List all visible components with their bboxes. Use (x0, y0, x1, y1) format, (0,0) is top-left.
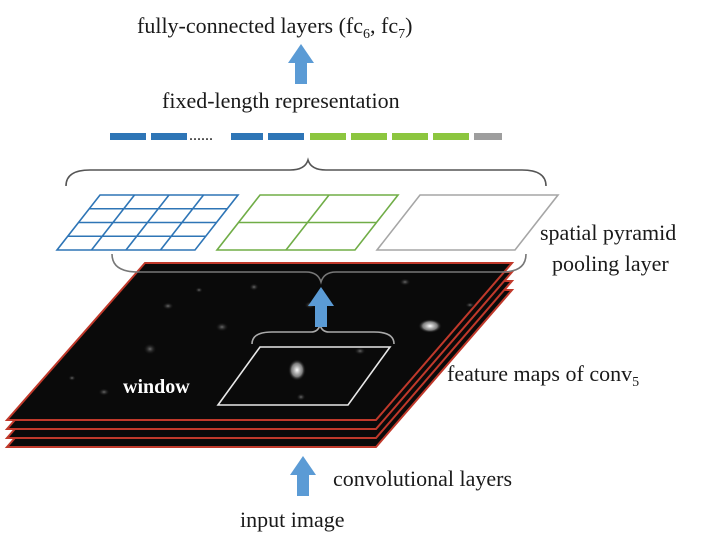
feature-map-top (4, 262, 515, 421)
feature-maps-label: feature maps of conv5 (447, 361, 639, 390)
blue-bin (268, 133, 304, 140)
input-image-label: input image (240, 507, 344, 532)
green-bin (351, 133, 387, 140)
green-bin (433, 133, 469, 140)
arrow-up-icon (288, 44, 314, 84)
blue-bin (110, 133, 146, 140)
arrow-up-icon (290, 456, 316, 496)
spp-label-line2: pooling layer (552, 251, 669, 276)
spp-label-line1: spatial pyramid (540, 220, 676, 245)
window-label: window (123, 376, 190, 398)
representation-vector: ...... (110, 127, 502, 144)
green-bin (392, 133, 428, 140)
green-bin (310, 133, 346, 140)
window-outline (216, 346, 392, 406)
feature-map-stack: window (4, 262, 515, 448)
upper-brace (65, 157, 547, 187)
pyramid-grid-2x2 (215, 194, 400, 251)
ellipsis: ...... (189, 127, 213, 144)
gray-bin (474, 133, 502, 140)
blue-bin (231, 133, 263, 140)
conv-layers-label: convolutional layers (333, 466, 512, 491)
fixed-length-label: fixed-length representation (162, 88, 400, 113)
activation-spots (68, 278, 475, 401)
pyramid-grid-4x4 (55, 194, 240, 251)
arrow-up-icon (308, 287, 334, 327)
blue-bin (151, 133, 187, 140)
fc-layers-label: fully-connected layers (fc6, fc7) (137, 13, 412, 42)
pyramid-grid-1x1 (375, 194, 560, 251)
lower-brace (111, 253, 527, 285)
